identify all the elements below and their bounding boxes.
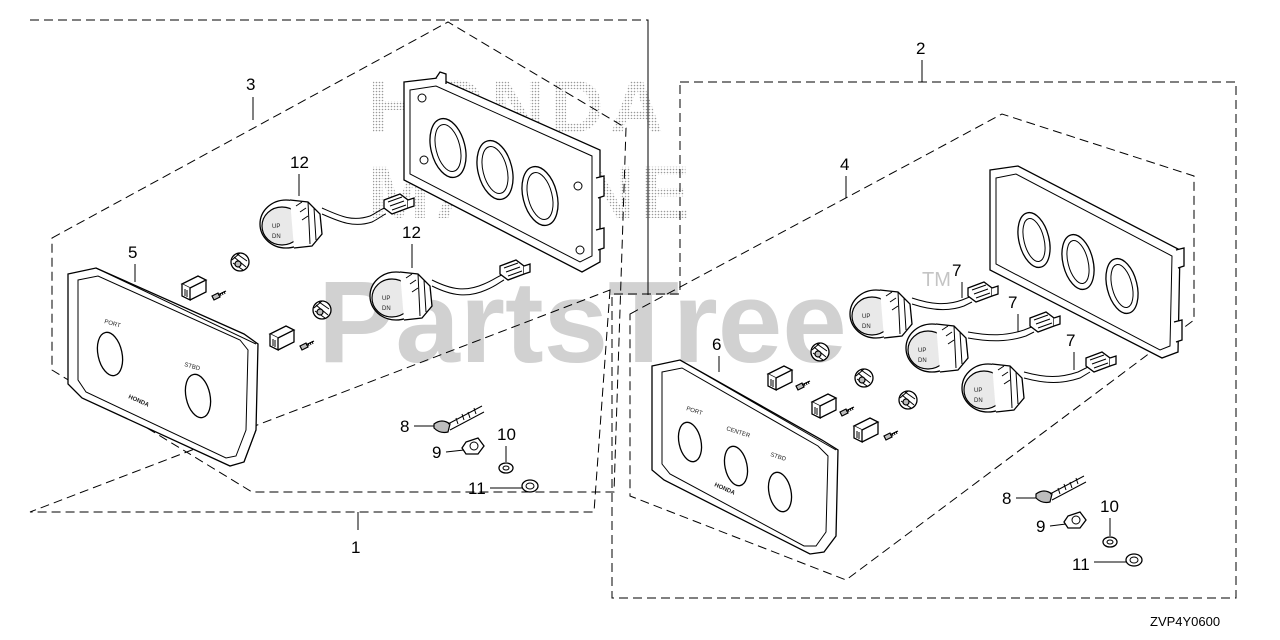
callout-1: 1 — [351, 538, 360, 557]
callout-3: 3 — [246, 75, 255, 94]
switch-dn-label: DN — [382, 306, 391, 312]
left-back-plate — [403, 71, 605, 273]
callout-9-left: 9 — [432, 443, 441, 462]
right-assembly: 2 4 UP DN 7 UP — [611, 39, 1237, 599]
callout-10-left: 10 — [497, 425, 516, 444]
callout-9-right: 9 — [1036, 517, 1045, 536]
switch-dn-label: DN — [918, 358, 927, 364]
left-hardware — [433, 405, 539, 493]
callout-11-right: 11 — [1072, 555, 1090, 574]
left-inner-frame — [51, 21, 627, 493]
switch-up-label: UP — [272, 224, 280, 230]
left-front-panel: PORT STBD HONDA — [67, 267, 259, 467]
panel-label-port: PORT — [103, 319, 121, 329]
callout-8-right: 8 — [1002, 489, 1011, 508]
right-back-plate — [989, 165, 1185, 359]
watermark-tm: TM — [922, 269, 951, 291]
panel-label-stbd: STBD — [183, 362, 201, 372]
callout-7b: 7 — [1008, 293, 1017, 312]
right-outer-frame — [611, 81, 1237, 599]
left-switch-upper: UP DN — [259, 199, 323, 249]
right-switch-2: UP DN — [905, 323, 969, 373]
callout-8-left: 8 — [400, 417, 409, 436]
switch-up-label: UP — [974, 388, 982, 394]
right-hardware — [1035, 475, 1143, 567]
callout-10-right: 10 — [1100, 497, 1119, 516]
callout-11-left: 11 — [468, 479, 486, 498]
switch-up-label: UP — [382, 296, 390, 302]
panel-label-port: PORT — [685, 406, 703, 417]
panel-label-stbd: STBD — [769, 452, 787, 463]
left-assembly: 1 3 UP DN 1 — [29, 19, 649, 557]
diagram-code: ZVP4Y0600 — [1150, 614, 1220, 629]
right-inner-frame — [629, 113, 1195, 581]
switch-dn-label: DN — [974, 398, 983, 404]
left-switch-lower: UP DN — [369, 271, 433, 321]
callout-4: 4 — [840, 155, 849, 174]
switch-dn-label: DN — [272, 234, 281, 240]
callout-6: 6 — [712, 335, 721, 354]
callout-7c: 7 — [1066, 331, 1075, 350]
switch-dn-label: DN — [862, 324, 871, 330]
callout-2: 2 — [916, 39, 925, 58]
right-front-panel: PORT CENTER STBD HONDA — [651, 359, 839, 555]
callout-5: 5 — [128, 243, 137, 262]
switch-up-label: UP — [862, 314, 870, 320]
right-switch-1: UP DN — [849, 289, 913, 339]
callout-12a: 12 — [290, 153, 309, 172]
right-switch-3: UP DN — [961, 363, 1025, 413]
switch-up-label: UP — [918, 348, 926, 354]
callout-12b: 12 — [402, 223, 421, 242]
callout-7a: 7 — [952, 261, 961, 280]
